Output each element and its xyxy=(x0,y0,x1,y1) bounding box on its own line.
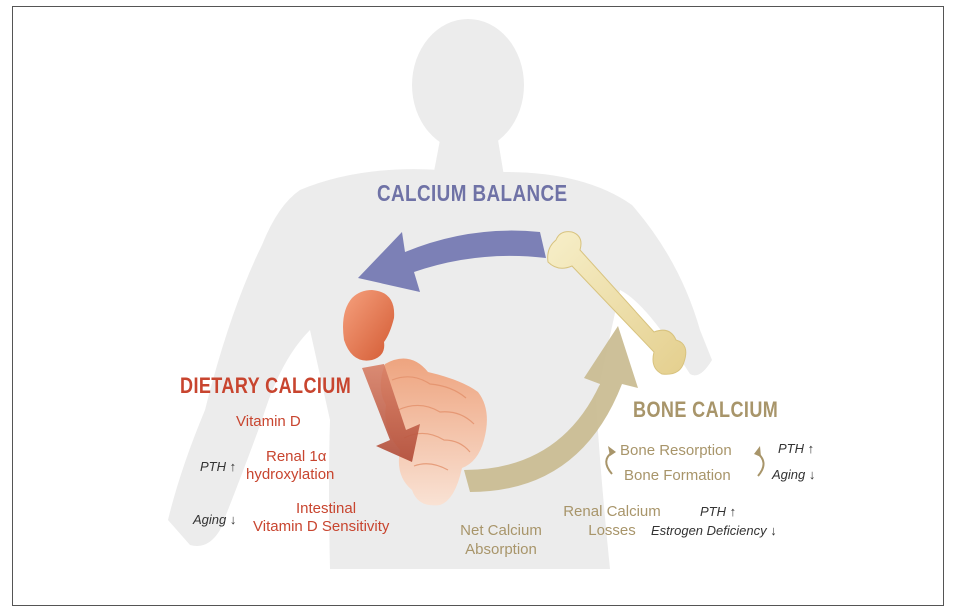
intestinal-label: Intestinal xyxy=(296,500,356,517)
aging-dietary-modifier: Aging ↓ xyxy=(193,512,236,527)
pth-renal-modifier: PTH ↑ xyxy=(700,504,736,519)
estrogen-deficiency-modifier: Estrogen Deficiency ↓ xyxy=(651,523,777,538)
bone-cycle-right-arrowhead xyxy=(754,446,761,457)
aging-bone-modifier: Aging ↓ xyxy=(772,467,815,482)
dietary-calcium-heading: DIETARY CALCIUM xyxy=(180,373,351,399)
renal-calcium-label: Renal Calcium xyxy=(552,503,672,520)
diagram-art xyxy=(0,0,956,569)
bone-calcium-heading: BONE CALCIUM xyxy=(633,397,778,423)
bone-resorption-label: Bone Resorption xyxy=(620,442,732,459)
hydroxylation-label: hydroxylation xyxy=(246,466,334,483)
calcium-balance-title: CALCIUM BALANCE xyxy=(377,180,568,207)
vitamin-d-label: Vitamin D xyxy=(236,413,301,430)
renal-1a-label: Renal 1α xyxy=(266,448,326,465)
bone-formation-label: Bone Formation xyxy=(624,467,731,484)
vitamin-d-sensitivity-label: Vitamin D Sensitivity xyxy=(253,518,389,535)
pth-dietary-modifier: PTH ↑ xyxy=(200,459,236,474)
absorption-label: Absorption xyxy=(446,541,556,558)
net-calcium-label: Net Calcium xyxy=(446,522,556,539)
pth-bone-modifier: PTH ↑ xyxy=(778,441,814,456)
bone-cycle-left-arrow xyxy=(606,452,613,474)
